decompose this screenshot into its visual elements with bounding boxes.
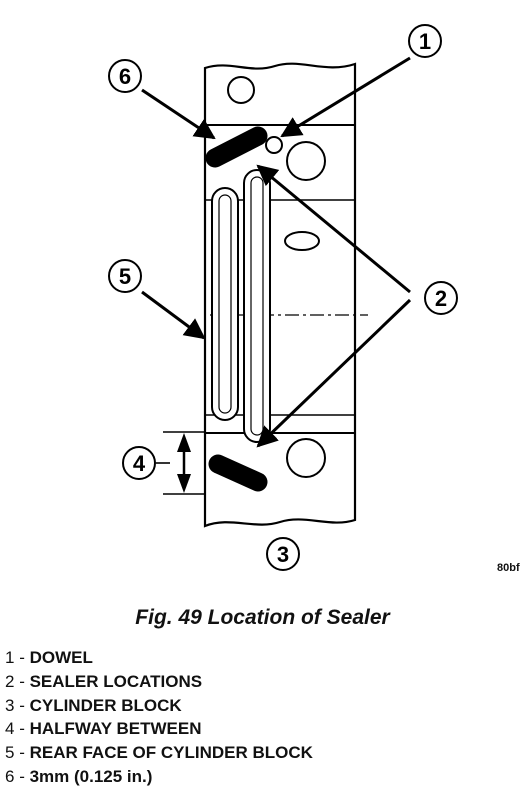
rear-face-slot-right	[243, 169, 271, 443]
callout-1: 1	[408, 24, 442, 58]
cylinder-block-outline	[203, 62, 357, 528]
legend-item-text: CYLINDER BLOCK	[29, 695, 182, 715]
top-bolt-hole	[227, 76, 255, 104]
callout-2: 2	[424, 281, 458, 315]
legend-item-number: 2	[5, 671, 15, 691]
oval-passage	[284, 231, 320, 251]
legend-item-number: 5	[5, 743, 15, 763]
legend-item-text: HALFWAY BETWEEN	[29, 719, 202, 739]
legend-item: 3 - CYLINDER BLOCK	[5, 694, 313, 718]
callout-2-number: 2	[435, 286, 447, 311]
legend-item: 6 - 3mm (0.125 in.)	[5, 765, 313, 789]
legend-item-number: 4	[5, 719, 15, 739]
lower-sealer-bead	[208, 454, 268, 492]
legend-item-text: DOWEL	[29, 648, 93, 667]
callout-3: 3	[266, 537, 300, 571]
callout-3-number: 3	[277, 542, 289, 567]
callout-4: 4	[122, 446, 156, 480]
leader-arrow-2-lower	[256, 298, 412, 448]
legend-item-separator: -	[14, 671, 30, 691]
callout-4-number: 4	[133, 451, 146, 476]
rear-face-slot-left-inner	[218, 194, 232, 414]
legend-item-number: 1	[5, 648, 15, 667]
legend-item-separator: -	[14, 719, 30, 739]
legend-item-number: 3	[5, 695, 15, 715]
callout-5-number: 5	[119, 264, 131, 289]
rear-face-slot-left	[211, 187, 239, 421]
legend-item-number: 6	[5, 766, 15, 786]
figure-code: 80bf	[497, 562, 520, 574]
legend-item-text: SEALER LOCATIONS	[29, 671, 203, 691]
leader-arrow-5	[141, 290, 206, 340]
dimension-arrow-down	[177, 474, 191, 493]
legend-item: 1 - DOWEL	[5, 646, 313, 670]
figure-caption: Fig. 49 Location of Sealer	[135, 606, 390, 629]
lower-right-bolt-hole	[286, 438, 326, 478]
leader-arrow-1	[280, 56, 411, 138]
legend-item-separator: -	[14, 695, 30, 715]
legend-item-text: 3mm (0.125 in.)	[29, 766, 153, 786]
legend-item: 5 - REAR FACE OF CYLINDER BLOCK	[5, 741, 313, 765]
legend-item: 4 - HALFWAY BETWEEN	[5, 717, 313, 741]
leader-arrow-2-upper	[256, 164, 411, 294]
upper-right-bolt-hole	[286, 141, 326, 181]
dimension-arrow-up	[177, 433, 191, 452]
sealer-location-diagram: 1 2 3 4 5 6	[108, 24, 458, 571]
callout-6-number: 6	[119, 64, 131, 89]
legend-item: 2 - SEALER LOCATIONS	[5, 670, 313, 694]
legend-list: 1 - DOWEL 2 - SEALER LOCATIONS 3 - CYLIN…	[5, 646, 313, 789]
upper-sealer-bead	[205, 126, 268, 168]
legend-item-separator: -	[14, 743, 30, 763]
legend-item-text: REAR FACE OF CYLINDER BLOCK	[29, 743, 313, 763]
callout-6: 6	[108, 59, 142, 93]
callout-5: 5	[108, 259, 142, 293]
legend-item-separator: -	[14, 648, 30, 667]
legend-item-separator: -	[14, 766, 30, 786]
callout-1-number: 1	[419, 29, 431, 54]
dowel	[265, 136, 283, 154]
leader-arrow-6	[141, 88, 216, 140]
